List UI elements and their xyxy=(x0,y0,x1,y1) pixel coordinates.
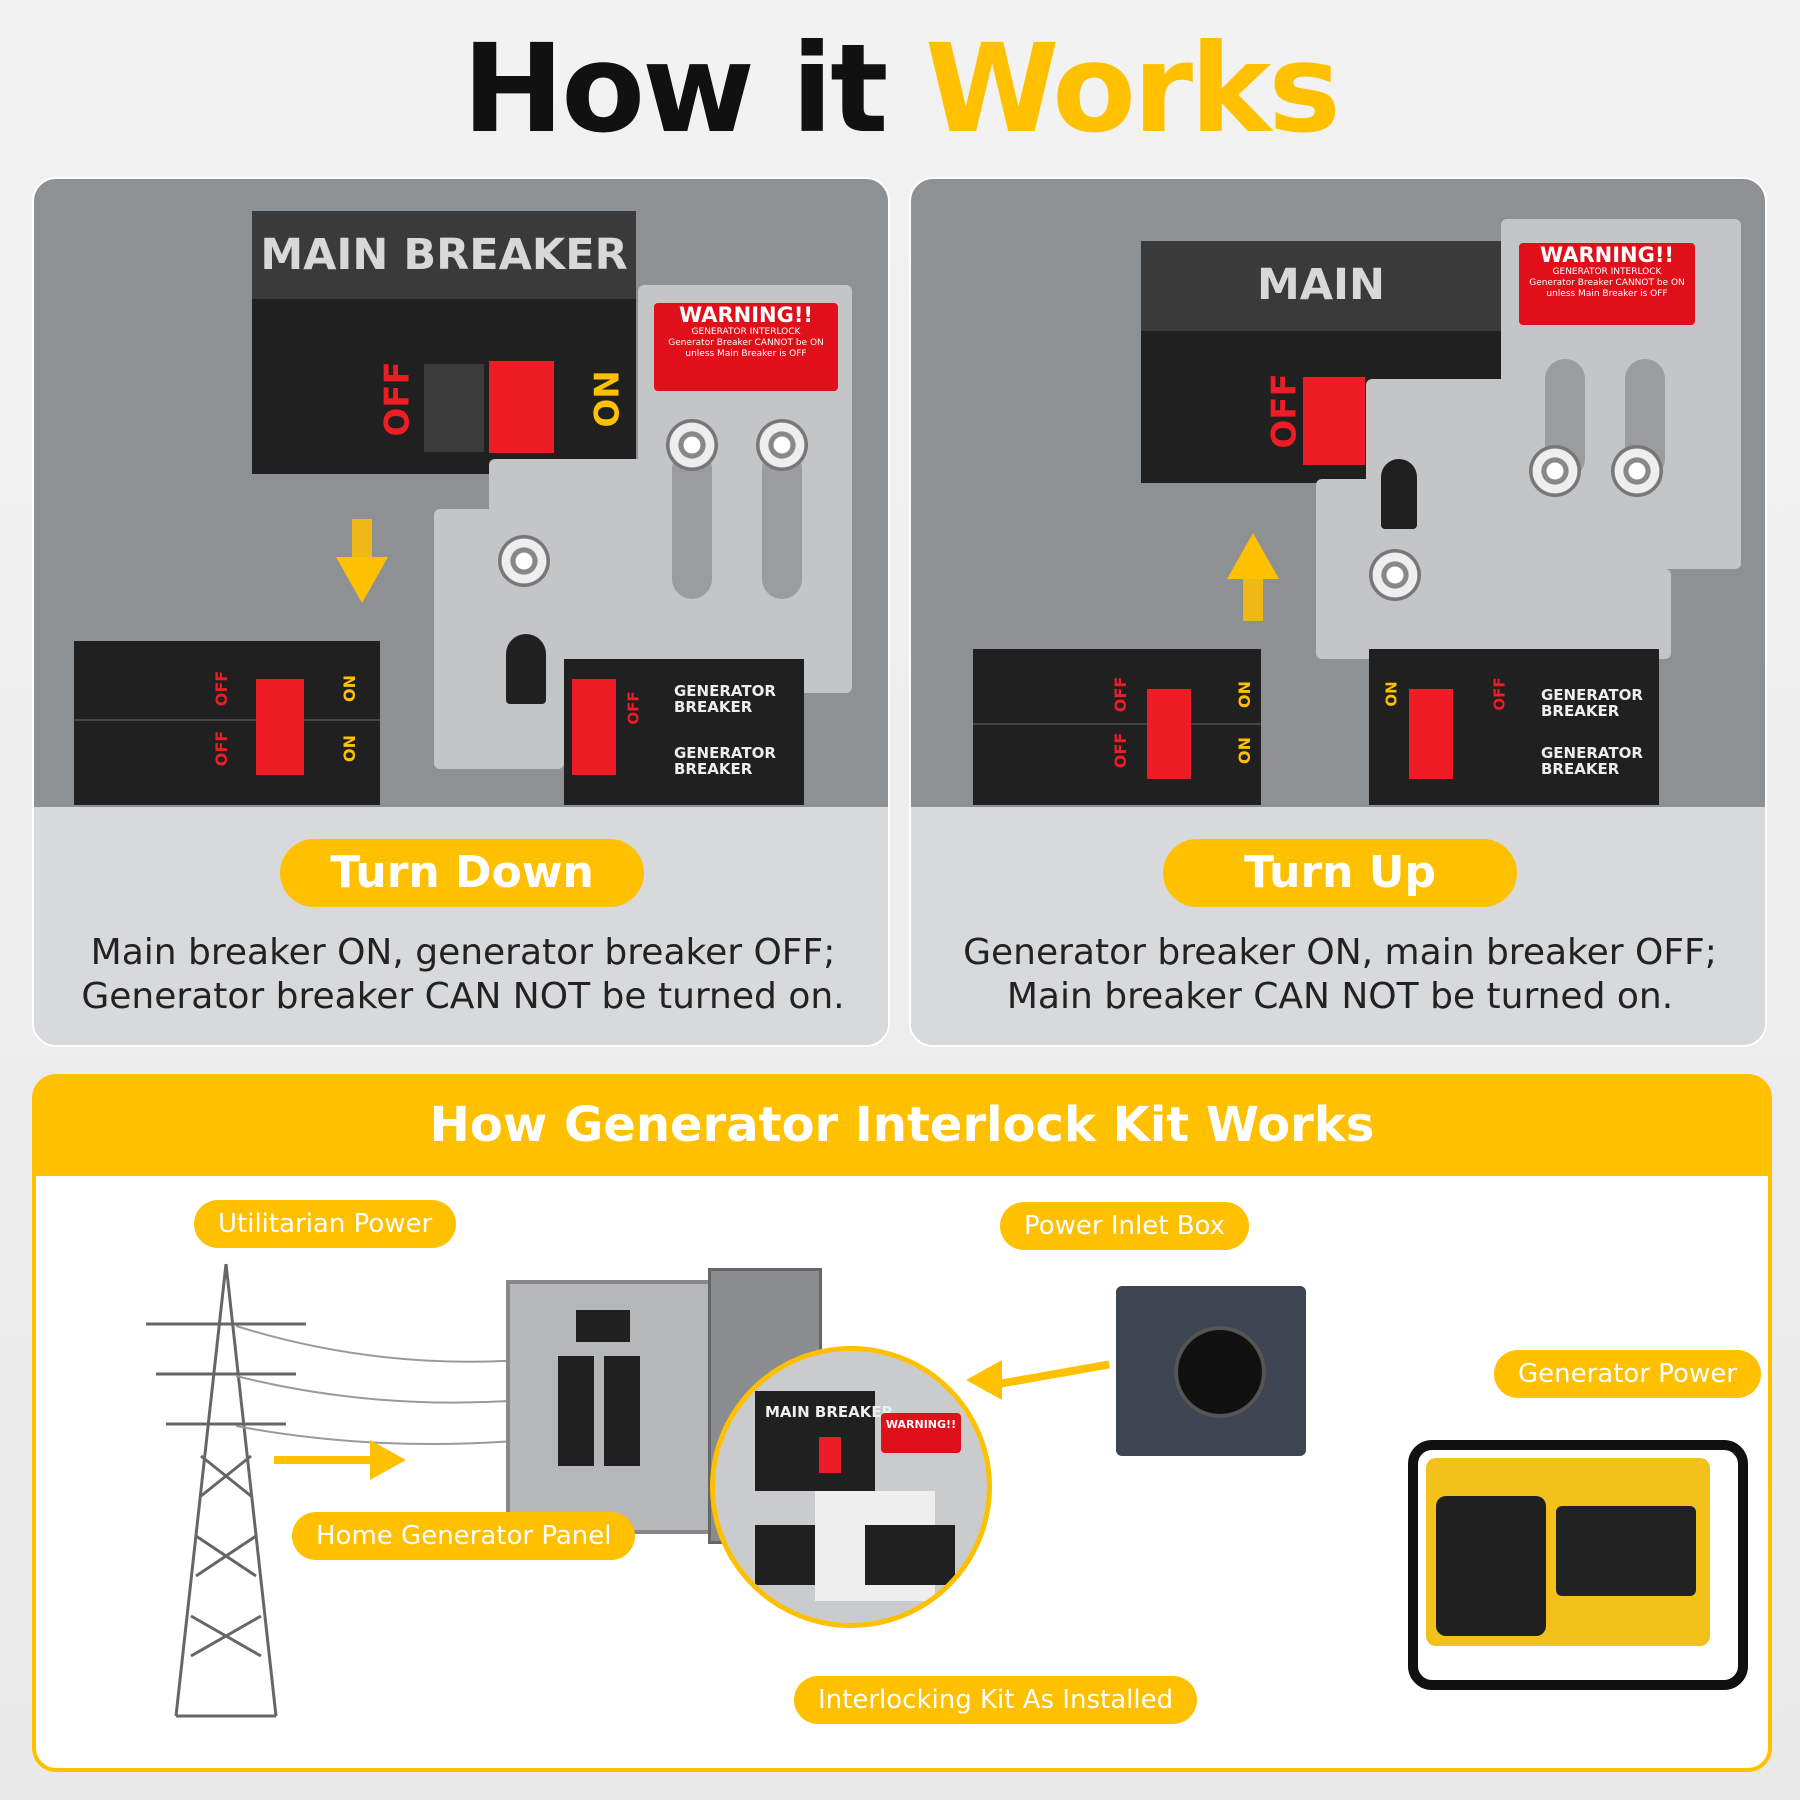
left-on-label: ON xyxy=(340,675,359,702)
turn-up-panel: MAIN BREAKER OFF WARNING!! GENERATOR INT… xyxy=(909,177,1767,1047)
kit-inset: MAIN BREAKER WARNING!! xyxy=(710,1346,992,1628)
slot-right xyxy=(762,449,802,599)
warning-title: WARNING!! xyxy=(1540,243,1674,267)
gen-off-label: OFF xyxy=(624,691,643,725)
generator-frame xyxy=(1408,1440,1748,1690)
left-on-label: ON xyxy=(340,735,359,762)
inset-breaker xyxy=(755,1525,815,1585)
title-part1: How it xyxy=(462,18,925,160)
gen-off-label: OFF xyxy=(1490,677,1509,711)
turn-down-panel: MAIN BREAKER OFF ON WARNING!! GENERATOR … xyxy=(32,177,890,1047)
main-off-label: OFF xyxy=(1264,373,1305,449)
caption-line1: Main breaker ON, generator breaker OFF; xyxy=(90,932,836,973)
lock-tab xyxy=(506,634,546,704)
inset-switch xyxy=(819,1437,841,1473)
arrow-up-icon xyxy=(1227,533,1279,579)
left-switch-handle xyxy=(256,679,304,775)
gen-on-label: ON xyxy=(1382,681,1401,707)
lock-tab xyxy=(1381,459,1417,529)
arrow-shaft xyxy=(1000,1360,1110,1388)
mini-main-breaker xyxy=(576,1310,630,1342)
arrow-shaft xyxy=(274,1456,374,1464)
title-part2: Works xyxy=(924,18,1341,160)
home-panel-tag: Home Generator Panel xyxy=(292,1512,636,1560)
gen-breaker-label: GENERATOR BREAKER xyxy=(1541,686,1643,720)
kit-installed-tag: Interlocking Kit As Installed xyxy=(794,1676,1198,1724)
bolt-icon xyxy=(1369,549,1421,601)
left-switch-handle xyxy=(1147,689,1191,779)
main-switch-handle xyxy=(489,361,554,453)
warning-line1: GENERATOR INTERLOCK xyxy=(1552,267,1662,277)
utility-power-tag: Utilitarian Power xyxy=(194,1200,457,1248)
arrow-right-icon xyxy=(370,1440,406,1480)
interlock-plate-back xyxy=(1431,569,1671,659)
inset-main-breaker xyxy=(755,1391,875,1491)
warning-label: WARNING!! GENERATOR INTERLOCK Generator … xyxy=(654,303,838,391)
main-breaker-label: MAIN BREAKER xyxy=(1141,241,1501,398)
inset-gen-breaker xyxy=(865,1525,955,1585)
left-off-label: OFF xyxy=(212,730,232,767)
main-on-label: ON xyxy=(587,370,628,428)
warning-title: WARNING!! xyxy=(679,303,813,327)
mini-breaker-column xyxy=(558,1356,594,1466)
inlet-socket xyxy=(1174,1326,1266,1418)
inset-main-label: MAIN BREAKER xyxy=(765,1403,894,1421)
left-off-label: OFF xyxy=(1111,676,1131,713)
left-breaker xyxy=(74,641,380,805)
warning-line3: unless Main Breaker is OFF xyxy=(685,349,807,359)
warning-label: WARNING!! GENERATOR INTERLOCK Generator … xyxy=(1519,243,1695,325)
warning-line3: unless Main Breaker is OFF xyxy=(1546,289,1668,299)
bolt-icon xyxy=(756,419,808,471)
left-off-label: OFF xyxy=(1111,732,1131,769)
warning-line2: Generator Breaker CANNOT be ON xyxy=(1529,278,1685,288)
section-body: Utilitarian Power Home Generator Panel M… xyxy=(36,1176,1768,1768)
power-inlet-tag: Power Inlet Box xyxy=(1000,1202,1250,1250)
mini-breaker-column xyxy=(604,1356,640,1466)
power-tower-icon xyxy=(146,1263,306,1718)
warning-line1: GENERATOR INTERLOCK xyxy=(691,327,801,337)
arrow-down-shaft xyxy=(352,519,372,559)
left-on-label: ON xyxy=(1235,737,1254,764)
main-switch-track xyxy=(424,364,484,452)
left-on-label: ON xyxy=(1235,681,1254,708)
turn-up-pill: Turn Up xyxy=(1163,839,1517,907)
main-breaker-label: MAIN BREAKER xyxy=(252,211,636,299)
arrow-down-icon xyxy=(336,557,388,603)
arrow-left-icon xyxy=(966,1360,1002,1400)
warning-line2: Generator Breaker CANNOT be ON xyxy=(668,338,824,348)
gen-breaker-label: GENERATOR BREAKER xyxy=(674,744,776,778)
generator-control-panel xyxy=(1556,1506,1696,1596)
main-off-label: OFF xyxy=(377,361,418,437)
main-switch-handle xyxy=(1303,377,1365,465)
caption-line2: Generator breaker CAN NOT be turned on. xyxy=(81,976,845,1017)
caption-line1: Generator breaker ON, main breaker OFF; xyxy=(963,932,1717,973)
breaker-divider xyxy=(74,719,380,721)
inset-warning: WARNING!! xyxy=(881,1413,961,1453)
caption-line2: Main breaker CAN NOT be turned on. xyxy=(1006,976,1674,1017)
bolt-icon xyxy=(498,535,550,587)
gen-switch-handle xyxy=(1409,689,1453,779)
page-title: How it Works xyxy=(0,18,1800,160)
bolt-icon xyxy=(1611,445,1663,497)
bolt-icon xyxy=(666,419,718,471)
gen-breaker-label: GENERATOR BREAKER xyxy=(674,682,776,716)
interlock-kit-section: How Generator Interlock Kit Works Utilit… xyxy=(32,1074,1772,1772)
bolt-icon xyxy=(1529,445,1581,497)
turn-down-pill: Turn Down xyxy=(280,839,644,907)
generator-engine xyxy=(1436,1496,1546,1636)
arrow-up-shaft xyxy=(1243,577,1263,621)
section-title: How Generator Interlock Kit Works xyxy=(429,1097,1375,1153)
left-breaker xyxy=(973,649,1261,805)
gen-breaker-label: GENERATOR BREAKER xyxy=(1541,744,1643,778)
generator-power-tag: Generator Power xyxy=(1494,1350,1761,1398)
gen-switch-handle xyxy=(572,679,616,775)
breaker-divider xyxy=(973,723,1261,725)
slot-left xyxy=(672,449,712,599)
left-off-label: OFF xyxy=(212,670,232,707)
